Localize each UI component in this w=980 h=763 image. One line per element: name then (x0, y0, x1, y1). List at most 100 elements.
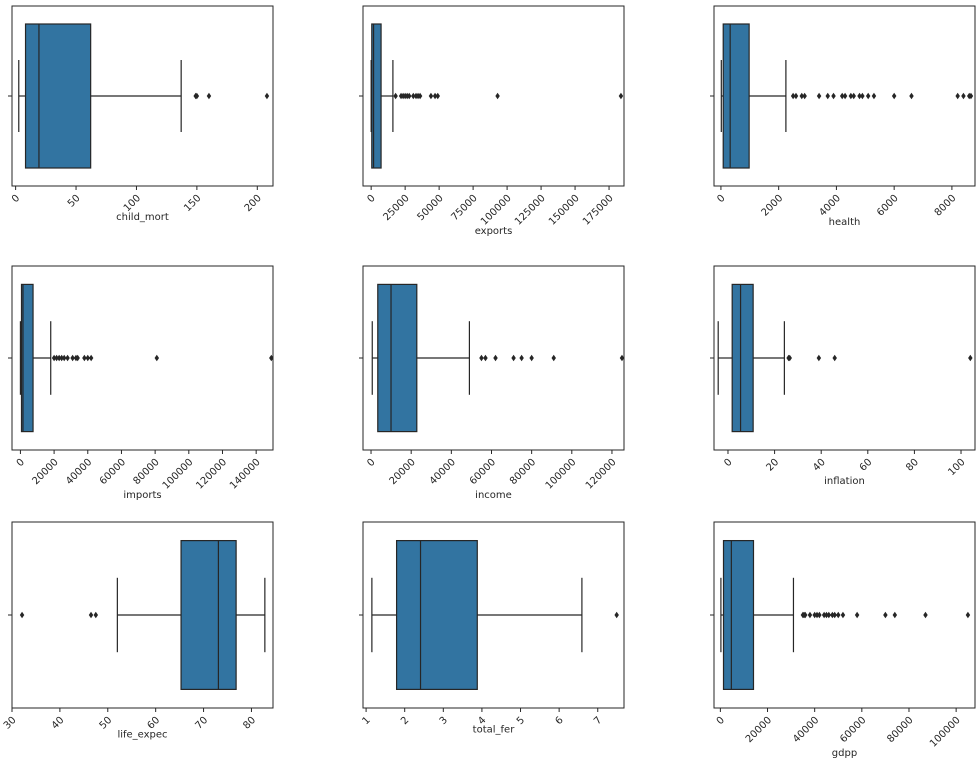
x-tick-label: 120000 (584, 457, 619, 492)
x-tick-label: 40000 (64, 457, 94, 487)
outlier-point (883, 611, 888, 619)
outlier-point (61, 354, 67, 362)
outlier-point (923, 611, 928, 619)
x-tick-label: 100000 (928, 715, 963, 750)
x-tick-label: 80 (904, 457, 921, 474)
outlier-point (968, 92, 974, 100)
x-tick-label: 0 (10, 193, 22, 205)
outlier-point (519, 354, 524, 362)
outlier-point (154, 354, 160, 362)
x-tick-label: 125000 (513, 193, 548, 228)
outlier-point (860, 92, 865, 100)
x-tick-label: 30 (2, 715, 19, 732)
outlier-point (793, 92, 799, 100)
outlier-point (857, 92, 862, 100)
outlier-point (830, 611, 835, 619)
outlier-point (493, 354, 498, 362)
x-axis-label: health (829, 217, 861, 228)
x-axis-label: inflation (824, 476, 865, 487)
outlier-point (428, 92, 434, 100)
x-tick-label: 40000 (791, 715, 821, 745)
x-tick-label: 40000 (428, 457, 458, 487)
outlier-point (839, 92, 845, 100)
x-tick-label: 100000 (479, 193, 514, 228)
x-tick-label: 50 (98, 715, 115, 732)
x-axis-label: imports (123, 490, 161, 501)
x-tick-label: 200 (243, 193, 264, 214)
outlier-point (19, 611, 25, 619)
iqr-box (722, 23, 750, 169)
outlier-point (842, 92, 848, 100)
iqr-box (20, 283, 34, 433)
x-tick-label: 150000 (547, 193, 582, 228)
outlier-point (892, 611, 898, 619)
x-tick-label: 20000 (30, 457, 60, 487)
x-tick-label: 20 (764, 457, 781, 474)
outlier-point (511, 354, 516, 362)
outlier-point (871, 92, 877, 100)
x-tick-label: 0 (15, 457, 27, 469)
x-tick-label: 60000 (838, 715, 868, 745)
outlier-point (955, 92, 960, 100)
x-tick-label: 0 (715, 715, 727, 727)
x-axis-label: child_mort (116, 212, 169, 223)
outlier-point (194, 92, 200, 100)
outlier-point (807, 611, 813, 619)
x-tick-label: 150 (182, 193, 203, 214)
outlier-point (825, 92, 830, 100)
x-tick-label: 80 (241, 715, 258, 732)
x-tick-label: 70 (193, 715, 210, 732)
outlier-point (529, 354, 534, 362)
outlier-point (802, 92, 807, 100)
outlier-point (831, 92, 836, 100)
outlier-point (865, 92, 871, 100)
panel-child_mort: 0 50 100 150 200 child_mort (8, 5, 274, 223)
x-tick-label: 2000 (760, 193, 786, 219)
outlier-point (891, 92, 897, 100)
outlier-point (479, 354, 484, 362)
x-tick-label: 60 (858, 457, 875, 474)
outlier-point (435, 92, 441, 100)
outlier-point (406, 92, 412, 100)
outlier-point (854, 611, 860, 619)
outlier-point (85, 354, 91, 362)
x-tick-label: 50 (66, 193, 83, 210)
outlier-point (206, 92, 212, 100)
outlier-point (75, 354, 80, 362)
outlier-point (264, 92, 270, 100)
outlier-point (269, 354, 274, 362)
x-tick-label: 175000 (581, 193, 616, 228)
x-tick-label: 1 (360, 715, 372, 727)
iqr-box (371, 23, 382, 169)
x-tick-label: 100000 (161, 457, 196, 492)
outlier-point (961, 92, 966, 100)
outlier-point (909, 92, 914, 100)
outlier-point (848, 92, 854, 100)
iqr-box (377, 283, 418, 433)
outlier-point (817, 611, 822, 619)
outlier-point (54, 354, 59, 362)
x-tick-label: 80000 (885, 715, 915, 745)
x-axis-label: life_expec (117, 729, 167, 740)
x-tick-label: 100 (122, 193, 143, 214)
outlier-point (82, 354, 87, 362)
x-tick-label: 140000 (228, 457, 263, 492)
x-tick-label: 50000 (416, 193, 446, 223)
outlier-point (840, 611, 846, 619)
outlier-point (803, 611, 808, 619)
x-tick-label: 80000 (508, 457, 538, 487)
outlier-point (88, 354, 94, 362)
outlier-point (432, 92, 438, 100)
outlier-point (618, 92, 624, 100)
x-tick-label: 0 (722, 457, 734, 469)
x-tick-label: 20000 (744, 715, 774, 745)
outlier-point (816, 92, 822, 100)
outlier-point (417, 92, 423, 100)
outlier-point (787, 354, 792, 362)
outlier-point (619, 354, 625, 362)
